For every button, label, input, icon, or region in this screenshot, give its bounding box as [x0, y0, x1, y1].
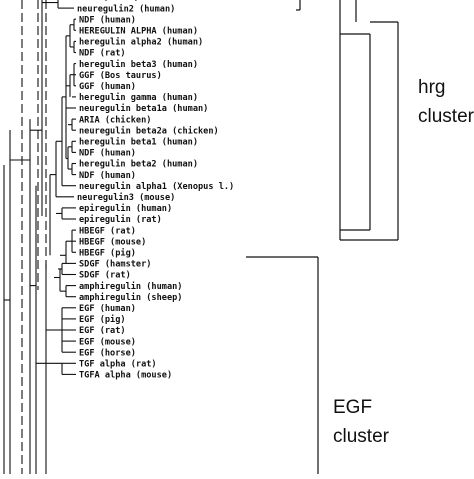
leaf-label: HBEGF (mouse) [79, 237, 146, 247]
leaf-label: GGF (human) [79, 82, 136, 92]
hrg-cluster-label-line1: hrg [418, 77, 445, 98]
hrg-cluster-label-line2: cluster [418, 106, 474, 127]
leaf-label: TGFA alpha (mouse) [79, 371, 172, 381]
leaf-label: NDF (human) [79, 149, 136, 159]
leaf-label: neuregulin beta1a (human) [79, 103, 208, 114]
leaf-label: heregulin beta3 (human) [79, 59, 198, 70]
leaf-label: ARIA (human) [77, 0, 139, 3]
leaf-label: HBEGF (pig) [79, 248, 136, 259]
leaf-label: amphiregulin (human) [79, 281, 182, 292]
egf-cluster-label-line2: cluster [333, 426, 390, 447]
leaf-label: epiregulin (rat) [79, 214, 162, 225]
leaf-label: EGF (horse) [79, 348, 136, 358]
leaf-label: NDF (rat) [79, 49, 126, 59]
leaf-label: EGF (rat) [79, 326, 126, 336]
cluster-labels: hrg cluster EGF cluster [333, 77, 474, 447]
leaf-label: SDGF (hamster) [79, 260, 151, 270]
leaf-label: epiregulin (human) [79, 203, 172, 214]
tree-branches [3, 0, 76, 474]
leaf-label: HEREGULIN ALPHA (human) [79, 27, 198, 37]
leaf-label: TGF alpha (rat) [79, 360, 157, 370]
leaf-label: EGF (pig) [79, 314, 126, 325]
egf-cluster-label-line1: EGF [333, 397, 372, 418]
leaf-label: EGF (mouse) [79, 337, 136, 347]
leaf-label: neuregulin beta2a (chicken) [79, 125, 219, 136]
leaf-label: heregulin alpha2 (human) [79, 37, 203, 48]
leaf-label: SDGF (rat) [79, 271, 131, 281]
leaf-label: neuregulin3 (mouse) [77, 192, 175, 203]
leaf-label: amphiregulin (sheep) [79, 292, 182, 303]
leaf-label: neuregulin alpha1 (Xenopus l.) [79, 181, 234, 192]
leaf-label: heregulin beta2 (human) [79, 159, 198, 170]
leaf-label: neuregulin2 (human) [77, 3, 175, 14]
leaf-label: EGF (human) [79, 304, 136, 314]
leaf-label: NDF (human) [79, 171, 136, 181]
leaf-label: ARIA (chicken) [79, 114, 151, 125]
cluster-brackets [246, 0, 399, 474]
leaf-label: HBEGF (rat) [79, 226, 136, 236]
leaf-label: heregulin gamma (human) [79, 92, 198, 103]
leaf-label: heregulin beta1 (human) [79, 137, 198, 148]
leaf-labels: ARIA (human)neuregulin2 (human)NDF (huma… [77, 0, 234, 381]
leaf-label: NDF (human) [79, 15, 136, 25]
leaf-label: GGF (Bos taurus) [79, 71, 162, 81]
